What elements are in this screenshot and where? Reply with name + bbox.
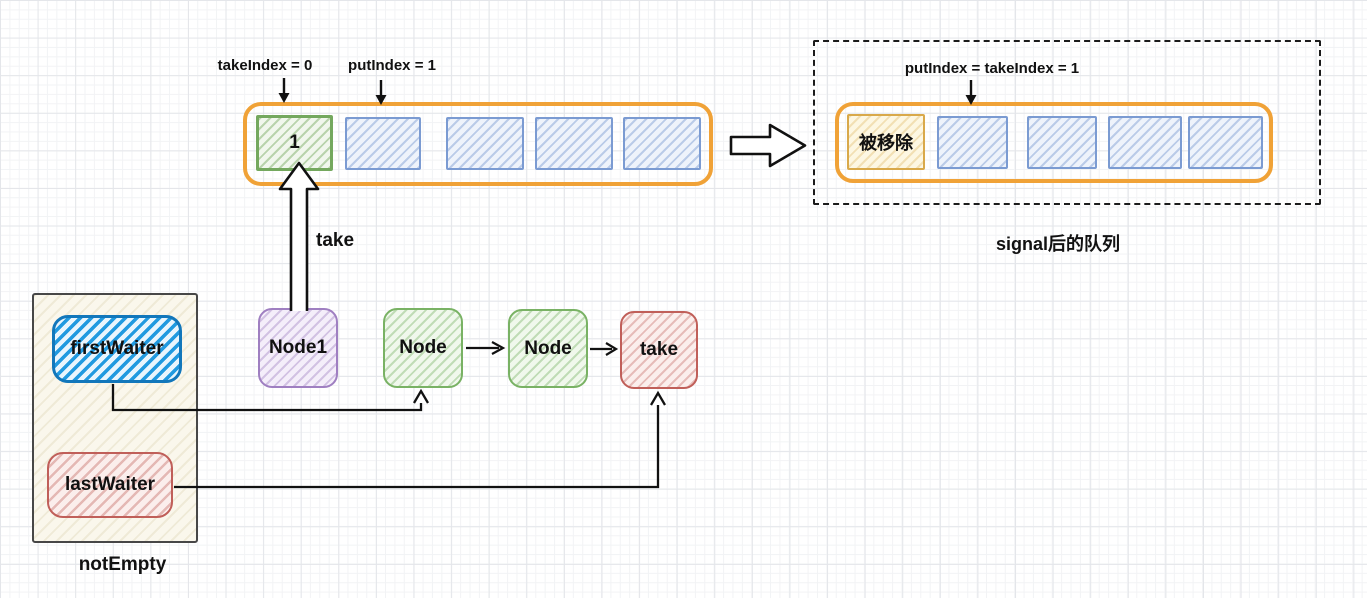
- queue-cell-empty: [1108, 116, 1182, 169]
- take-index-label: takeIndex = 0: [217, 57, 313, 74]
- queue-cell-empty: [937, 116, 1008, 169]
- queue-cell-empty: [1188, 116, 1263, 169]
- node-link-arrow-icon: [466, 341, 506, 355]
- signaled-queue-caption: signal后的队列: [995, 234, 1120, 254]
- queue-cell-empty: [535, 117, 613, 170]
- put-index-label: putIndex = 1: [348, 57, 436, 74]
- not-empty-label: notEmpty: [78, 554, 167, 575]
- last-waiter-connector-arrow: [174, 390, 666, 489]
- put-take-index-label: putIndex = takeIndex = 1: [904, 60, 1080, 77]
- queue-cell-empty: [1027, 116, 1097, 169]
- queue-cell-empty: [345, 117, 421, 170]
- array-queue-before: 1: [243, 102, 713, 186]
- signaled-queue-group: [813, 40, 1321, 205]
- node-take: take: [620, 311, 698, 389]
- queue-cell-empty: [623, 117, 701, 170]
- node-node1: Node1: [258, 308, 338, 388]
- last-waiter-box: lastWaiter: [47, 452, 173, 518]
- first-waiter-box: firstWaiter: [52, 315, 182, 383]
- node-link-arrow-icon: [590, 342, 619, 356]
- queue-cell-value: 1: [256, 115, 333, 171]
- take-index-arrow-icon: [278, 78, 290, 103]
- take-arrow-label: take: [316, 230, 355, 251]
- node-waiting-1: Node: [383, 308, 463, 388]
- node-waiting-2: Node: [508, 309, 588, 388]
- queue-cell-empty: [446, 117, 524, 170]
- queue-transition-arrow-icon: [729, 123, 807, 168]
- array-queue-after: 被移除: [835, 102, 1273, 183]
- removed-cell: 被移除: [847, 114, 925, 170]
